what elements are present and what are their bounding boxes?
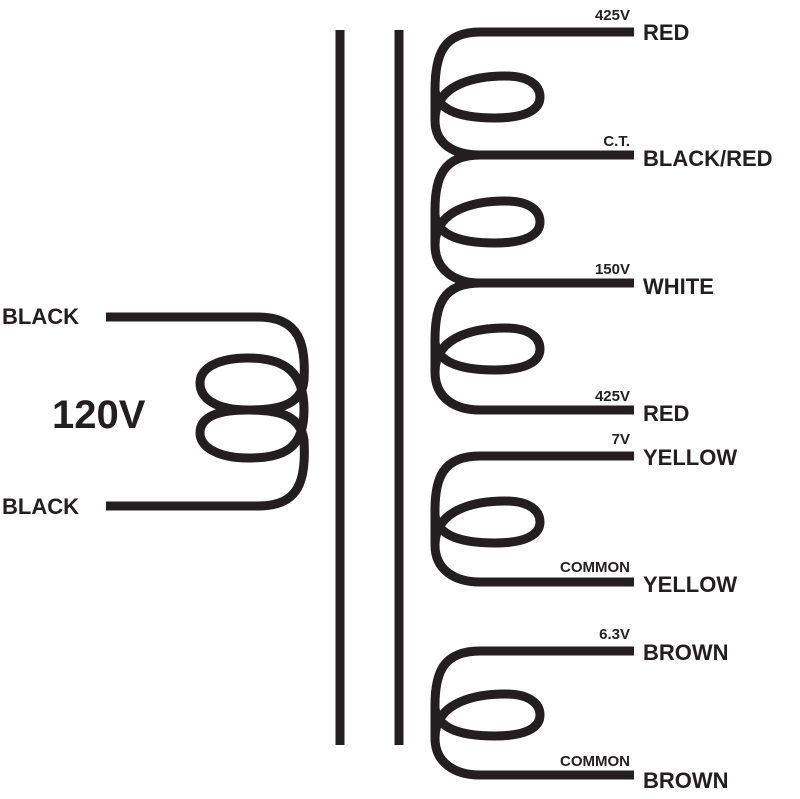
6v3-secondary-winding <box>430 646 634 780</box>
hv-loop-2 <box>430 196 545 248</box>
hv-loop-3 <box>430 323 545 375</box>
tap-label: COMMON <box>560 559 630 576</box>
wire-color-label: BROWN <box>643 640 729 665</box>
wire-color-label: YELLOW <box>643 572 737 597</box>
wire-color-label: WHITE <box>643 274 714 299</box>
primary-lead-top-label: BLACK <box>2 304 79 329</box>
primary-lead-bottom-label: BLACK <box>2 494 79 519</box>
wire-color-label: RED <box>643 20 689 45</box>
wire-color-label: BLACK/RED <box>643 146 773 171</box>
tap-label: C.T. <box>603 133 630 150</box>
hv-loop-1 <box>430 71 545 123</box>
wire-color-label: YELLOW <box>643 445 737 470</box>
tap-label: COMMON <box>560 753 630 770</box>
wire-color-label: RED <box>643 401 689 426</box>
6v3-coil-wire <box>430 646 634 780</box>
primary-coil <box>106 312 309 511</box>
tap-label: 425V <box>595 388 630 405</box>
wire-color-label: BROWN <box>643 768 729 793</box>
tap-label: 6.3V <box>599 626 630 643</box>
tap-label: 425V <box>595 7 630 24</box>
primary-winding <box>106 312 309 511</box>
tap-label: 7V <box>612 431 630 448</box>
primary-voltage-label: 120V <box>52 393 146 437</box>
6v3-loop <box>430 689 545 741</box>
7v-secondary-winding <box>430 451 634 587</box>
hv-secondary-winding <box>430 27 634 415</box>
7v-loop <box>430 496 545 548</box>
7v-coil-wire <box>430 451 634 587</box>
tap-label: 150V <box>595 261 630 278</box>
